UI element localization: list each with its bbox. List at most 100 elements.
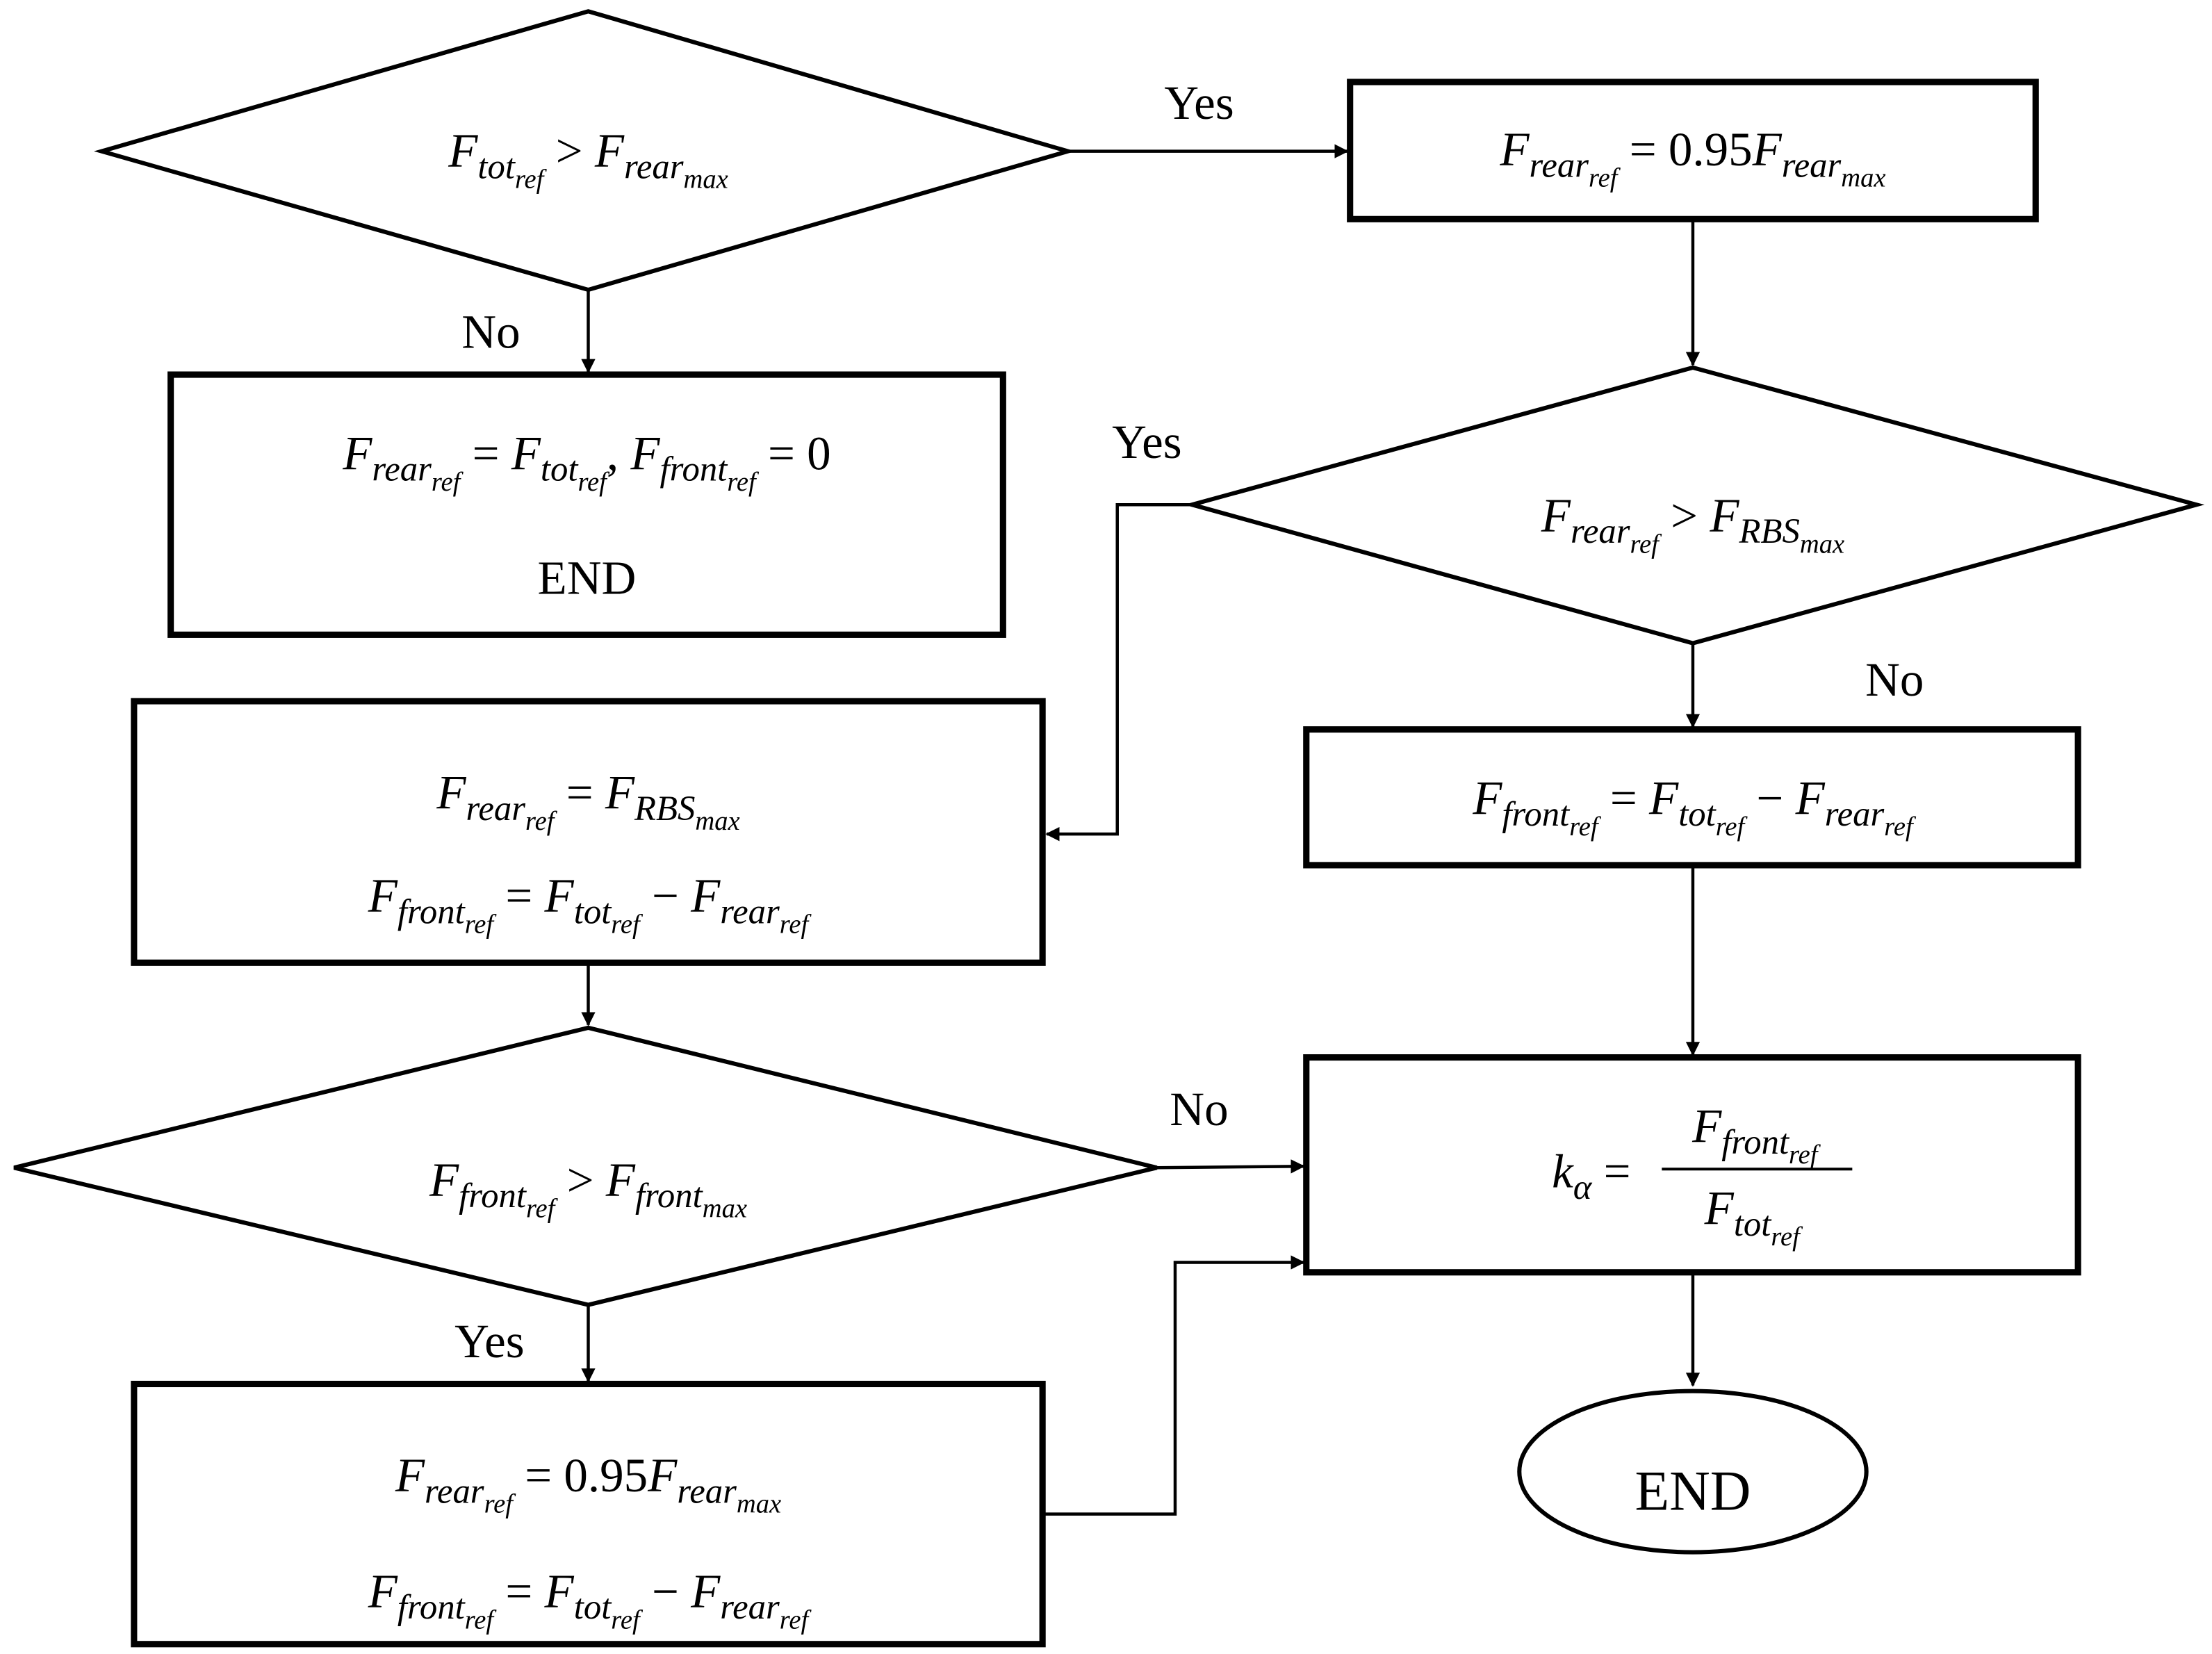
subscript: tot <box>477 147 516 186</box>
operator: − <box>1744 771 1795 825</box>
subscript: tot <box>1734 1204 1772 1243</box>
symbol: F <box>429 1153 459 1206</box>
operator: − <box>640 1564 691 1618</box>
sub-subscript: ref <box>1789 1140 1821 1170</box>
process-r2 <box>1303 726 2081 869</box>
formula-r3-denominator: Ftotref <box>1704 1181 1803 1252</box>
edge-d2-yes <box>1045 502 1193 842</box>
operator: = 0 <box>756 426 831 480</box>
subscript: rear <box>677 1471 737 1510</box>
label-d1-yes: Yes <box>1164 76 1234 129</box>
symbol: F <box>630 426 660 480</box>
symbol: F <box>1691 1099 1722 1153</box>
operator: , <box>607 426 631 480</box>
label-d3-yes: Yes <box>454 1314 524 1368</box>
symbol: k <box>1552 1145 1574 1198</box>
operator: > <box>543 124 594 177</box>
sub-subscript: ref <box>1589 163 1621 193</box>
sub-subscript: ref <box>515 165 548 195</box>
symbol: F <box>1709 489 1739 542</box>
symbol: F <box>605 1153 636 1206</box>
symbol: F <box>690 869 721 922</box>
sub-subscript: ref <box>780 910 812 940</box>
formula-l1: Frearref = Ftotref, Ffrontref = 0 <box>342 426 830 497</box>
sub-subscript: ref <box>1771 1222 1803 1252</box>
symbol: F <box>1499 122 1530 176</box>
label-d2-no: No <box>1865 653 1924 706</box>
process-l3 <box>131 1380 1046 1648</box>
operator: = <box>554 765 605 819</box>
sub-subscript: ref <box>611 910 644 940</box>
formula-l2-line1: Frearref = FRBSmax <box>436 765 739 836</box>
formula-r2: Ffrontref = Ftotref − Frearref <box>1472 771 1917 842</box>
symbol: F <box>1704 1181 1735 1235</box>
operator: = <box>460 426 511 480</box>
sub-subscript: ref <box>611 1605 644 1635</box>
symbol: F <box>1541 489 1571 542</box>
formula-d2: Frearref > FRBSmax <box>1541 489 1844 559</box>
formula-l3-line2: Ffrontref = Ftotref − Frearref <box>368 1564 812 1635</box>
subscript: front <box>635 1176 704 1215</box>
symbol: F <box>1752 122 1783 176</box>
decision-d3 <box>13 1025 1158 1307</box>
label-d1-no: No <box>461 304 520 358</box>
decision-d2 <box>1183 365 2205 646</box>
subscript: rear <box>720 1587 780 1626</box>
subscript: rear <box>466 789 526 828</box>
sub-subscript: ref <box>432 468 464 497</box>
sub-subscript: max <box>695 807 739 836</box>
process-r3 <box>1303 1054 2081 1276</box>
end-text-l1: END <box>538 550 637 604</box>
sub-subscript: ref <box>780 1605 812 1635</box>
label-d3-no: No <box>1170 1082 1228 1136</box>
symbol: F <box>395 1448 425 1502</box>
subscript: front <box>660 450 729 489</box>
sub-subscript: ref <box>525 807 558 836</box>
sub-subscript: max <box>737 1490 781 1519</box>
symbol: F <box>368 869 398 922</box>
symbol: F <box>1472 771 1502 825</box>
sub-subscript: ref <box>1884 812 1917 842</box>
symbol: F <box>368 1564 398 1618</box>
subscript: front <box>398 892 466 931</box>
terminal-end <box>1517 1389 1869 1555</box>
formula-l2-line2: Ffrontref = Ftotref − Frearref <box>368 869 812 940</box>
sub-subscript: ref <box>727 468 760 497</box>
subscript: rear <box>624 147 684 186</box>
symbol: F <box>448 124 478 177</box>
edge-d3-no <box>1156 1159 1305 1174</box>
subscript: rear <box>1530 145 1589 184</box>
subscript: tot <box>541 450 579 489</box>
sub-subscript: ref <box>1716 812 1748 842</box>
symbol: F <box>436 765 466 819</box>
subscript: rear <box>1571 511 1630 550</box>
symbol: F <box>690 1564 721 1618</box>
subscript: rear <box>372 450 432 489</box>
formula-r1: Frearref = 0.95Frearmax <box>1499 122 1885 193</box>
end-text: END <box>1635 1459 1751 1522</box>
sub-subscript: ref <box>465 910 498 940</box>
symbol: F <box>1648 771 1679 825</box>
formula-l3-line1: Frearref = 0.95Frearmax <box>395 1448 781 1519</box>
symbol: F <box>511 426 541 480</box>
operator: = 0.95 <box>513 1448 648 1502</box>
process-r1 <box>1347 79 2039 222</box>
operator: = <box>493 1564 544 1618</box>
sub-subscript: max <box>683 165 728 195</box>
sub-subscript: ref <box>526 1194 559 1223</box>
subscript: tot <box>574 892 612 931</box>
sub-subscript: ref <box>1569 812 1602 842</box>
subscript: front <box>1502 794 1571 833</box>
formula-r3-numerator: Ffrontref <box>1691 1099 1821 1170</box>
process-l2 <box>131 698 1046 966</box>
process-l1 <box>167 371 1006 638</box>
formula-d1: Ftotref > Frearmax <box>448 124 728 195</box>
subscript: front <box>398 1587 466 1626</box>
label-d2-yes: Yes <box>1112 415 1181 468</box>
sub-subscript: max <box>703 1194 747 1223</box>
subscript: RBS <box>1738 511 1799 550</box>
symbol: F <box>544 869 575 922</box>
operator: = <box>493 869 544 922</box>
subscript: tot <box>1678 794 1717 833</box>
